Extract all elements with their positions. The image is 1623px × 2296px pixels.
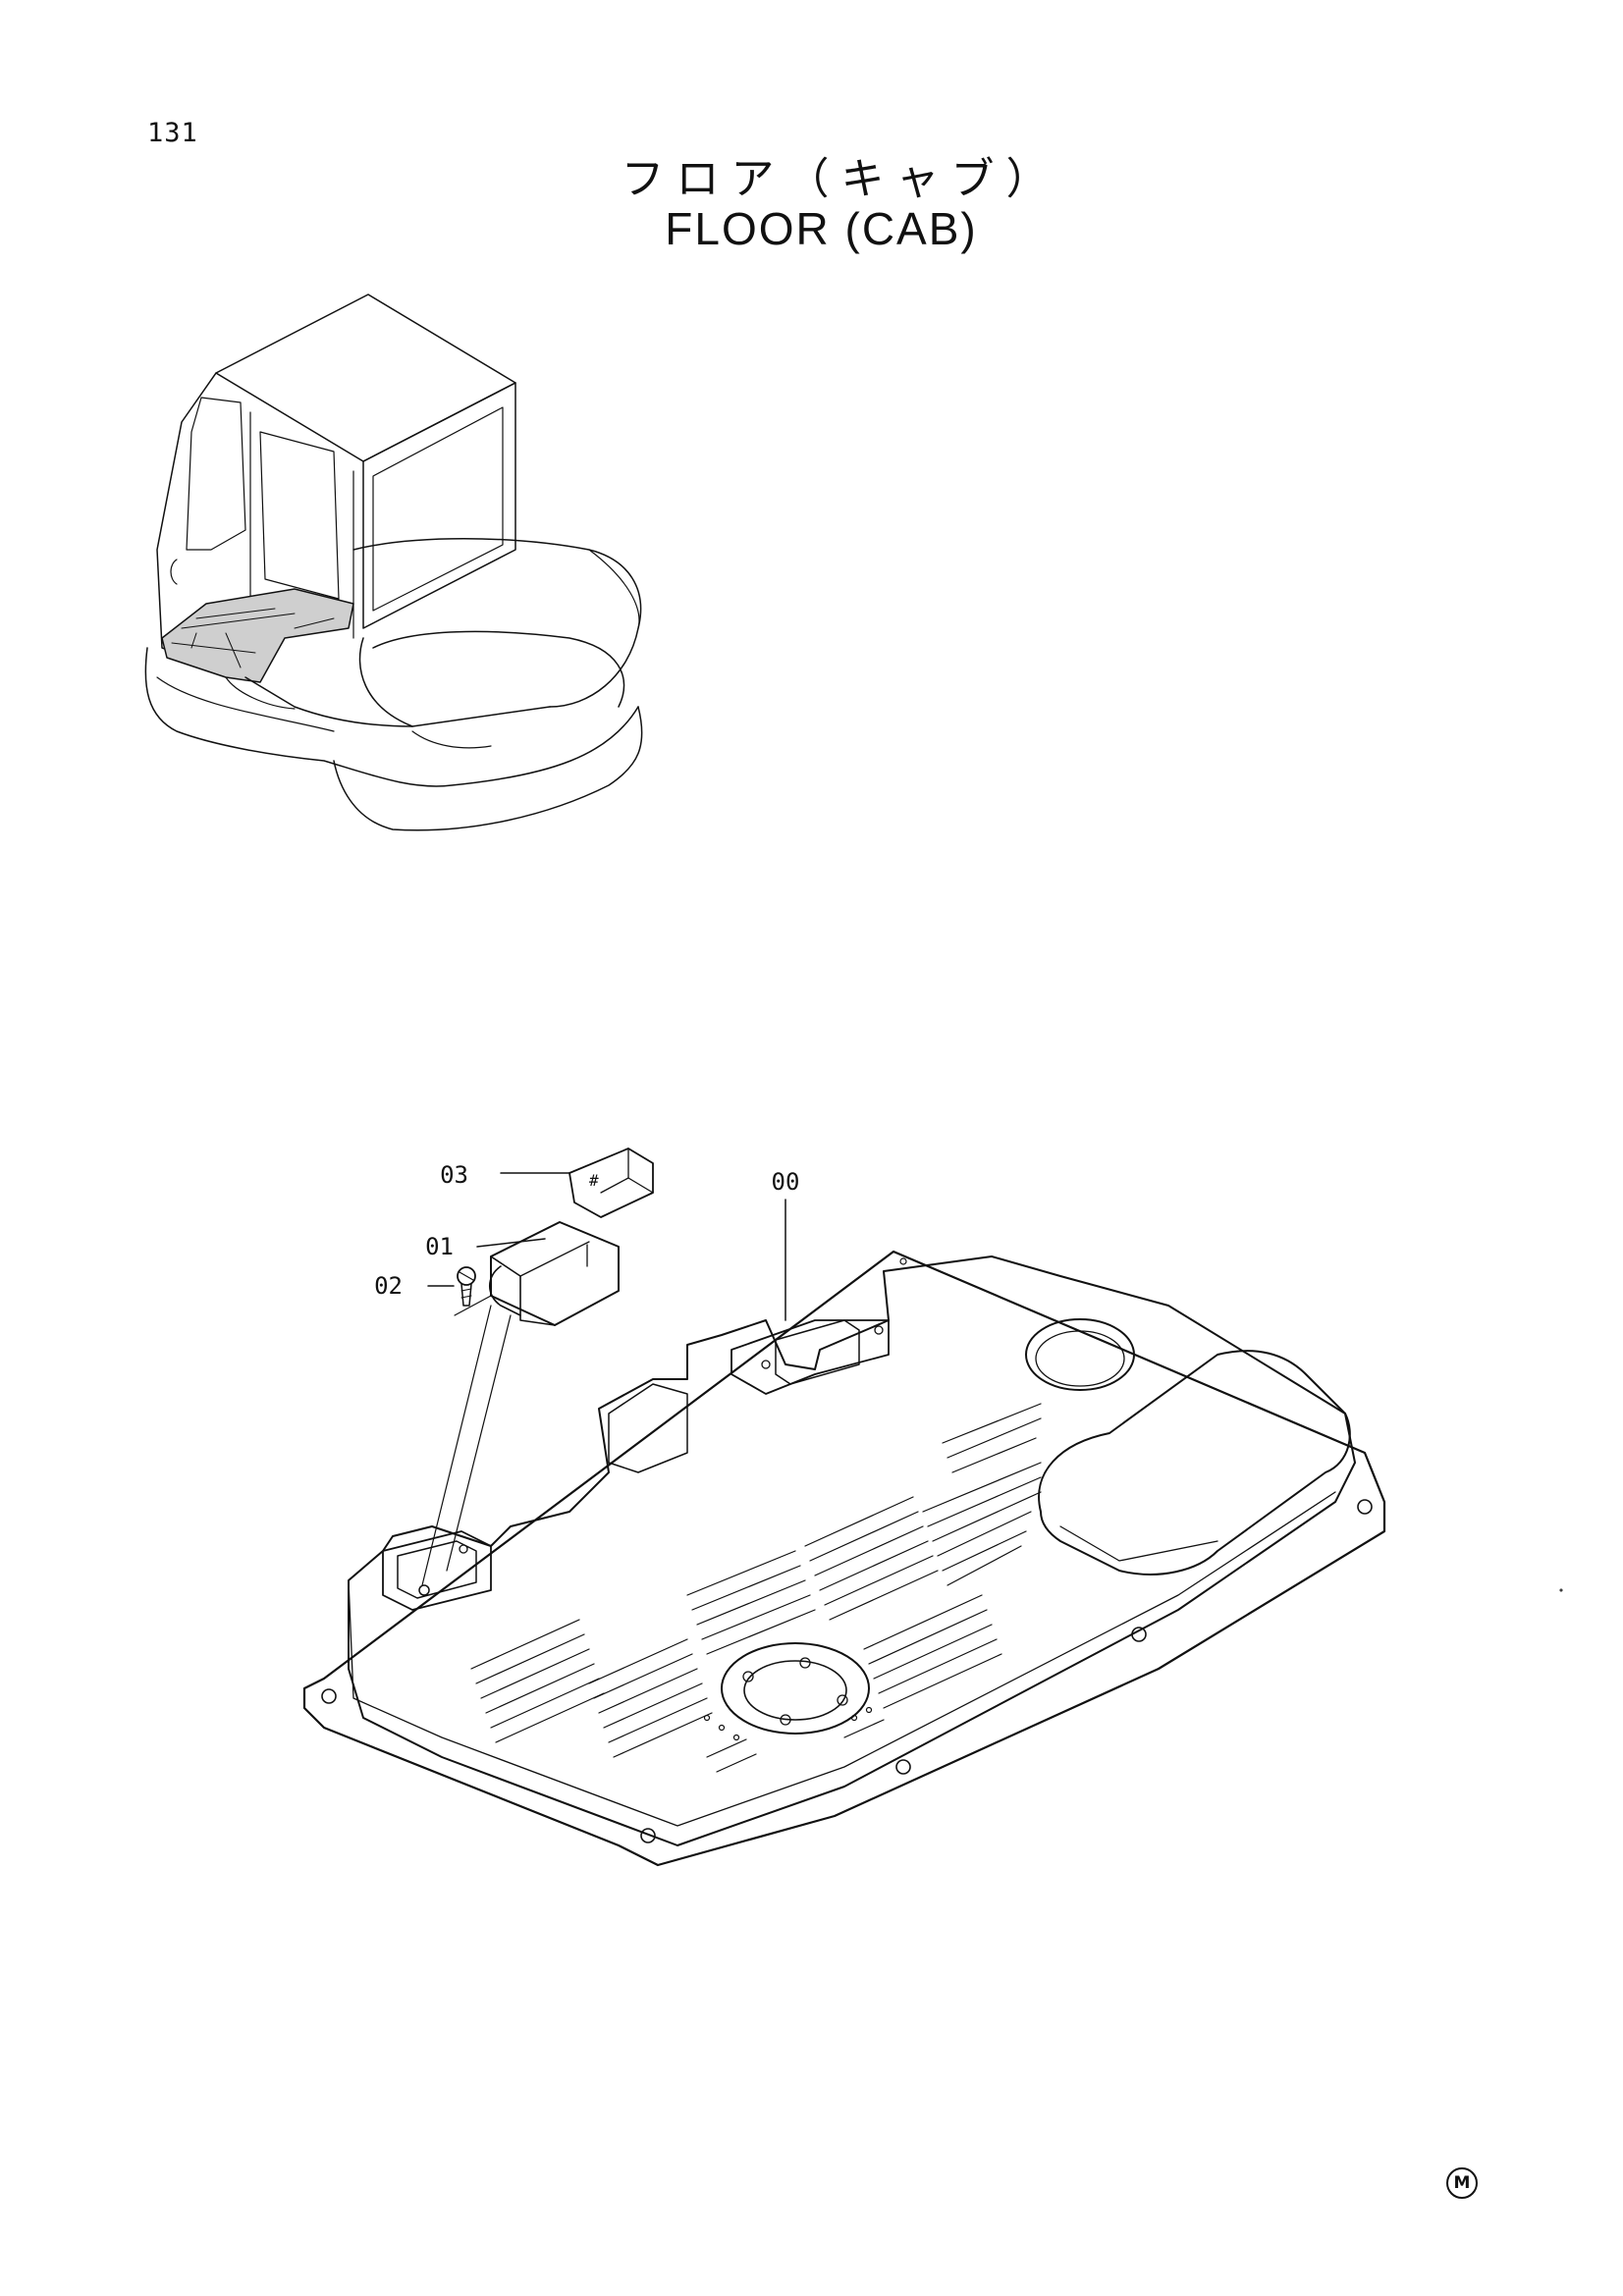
floor-plate-00 <box>302 1250 1386 1867</box>
cab-floor-highlight <box>161 588 354 683</box>
callout-03: 03 <box>440 1161 468 1189</box>
callout-00: 00 <box>772 1168 800 1196</box>
page-number: 131 <box>147 118 198 148</box>
cab-overview-illustration <box>144 294 643 831</box>
page-title: FLOOR (CAB) <box>665 203 978 254</box>
leader-lines <box>427 1172 786 1321</box>
callout-02: 02 <box>374 1272 403 1300</box>
svg-text:#: # <box>589 1171 599 1190</box>
scan-speck <box>1559 1588 1563 1592</box>
part-01-duct <box>488 1221 620 1326</box>
assembly-guide-lines <box>421 1295 512 1586</box>
part-02-screw <box>457 1266 476 1307</box>
manufacturer-mark: M <box>1446 2167 1478 2199</box>
page-title-japanese: フロア（キャブ） <box>621 154 1061 204</box>
floor-slot-pattern <box>470 1403 1042 1773</box>
part-03-seal: # <box>568 1148 654 1218</box>
callout-01: 01 <box>425 1233 454 1260</box>
